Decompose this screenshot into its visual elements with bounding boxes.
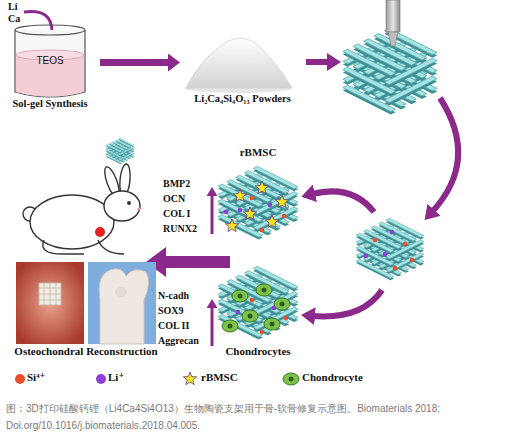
figure-caption: 图：3D打印硅酸钙锂（Li4Ca4Si4O13）生物陶瓷支架用于骨-软骨修复示意… [6,400,509,434]
cells-rbmsc [224,181,289,232]
step-heading: Sol-gel Synthesis [0,98,100,110]
reconstruction-node: Osteochondral Reconstruction [8,258,164,360]
upregulation-arrow [211,306,214,346]
cells-chondrocyte [222,284,290,334]
gene-label: Aggrecan [158,335,199,346]
process-arrow [432,98,458,212]
input-arrow [24,11,52,32]
gene-label: BMP2 [163,178,190,189]
print-nozzle [386,0,400,46]
powder-node: Li₂Ca₄Si₄O₁₃ Powders [180,10,305,115]
process-arrow [146,247,230,277]
photo-defect [16,262,84,344]
legend-swatch [15,374,25,384]
scaffold [218,266,298,339]
step-heading: Li₂Ca₄Si₄O₁₃ Powders [180,93,305,105]
process-arrow [312,290,382,316]
step-heading: Osteochondral Reconstruction [8,345,164,358]
legend-star [183,372,196,385]
reagent-label: TEOS [0,55,100,67]
process-arrow [312,191,374,212]
element-label: Li [8,1,17,12]
process-arrow [100,59,168,66]
legend-text: Chondrocyte [302,371,363,383]
legend-text: rBMSC [201,371,238,383]
gene-label: COL II [158,320,189,331]
scaffold-node: rBMSC [210,146,306,244]
scaffold [218,166,298,239]
gene-label: SOX9 [158,305,184,316]
scaffold [343,28,437,114]
element-label: Ca [8,13,20,24]
legend-cell [283,373,299,385]
gene-label: OCN [163,193,185,204]
rabbit [23,164,141,254]
ion-dots [364,230,415,271]
powder-pile [184,38,292,93]
beaker-node: TEOS Sol-gel Synthesis [0,10,100,115]
scaffold [356,218,424,280]
cell-heading: Chondrocytes [210,345,306,358]
legend-swatch [96,374,106,384]
cell-heading: rBMSC [210,146,306,159]
upregulation-arrow [211,194,214,234]
gene-label: N-cadh [158,290,189,301]
gene-label: RUNX2 [163,223,197,234]
legend-text: Li⁺ [108,371,124,383]
process-arrow [306,59,330,65]
legend-text: Si⁴⁺ [27,371,45,383]
scaffold [106,138,134,164]
scaffold-node: Chondrocytes [210,266,306,360]
photo-repair [88,262,156,344]
gene-label: COL I [163,208,191,219]
